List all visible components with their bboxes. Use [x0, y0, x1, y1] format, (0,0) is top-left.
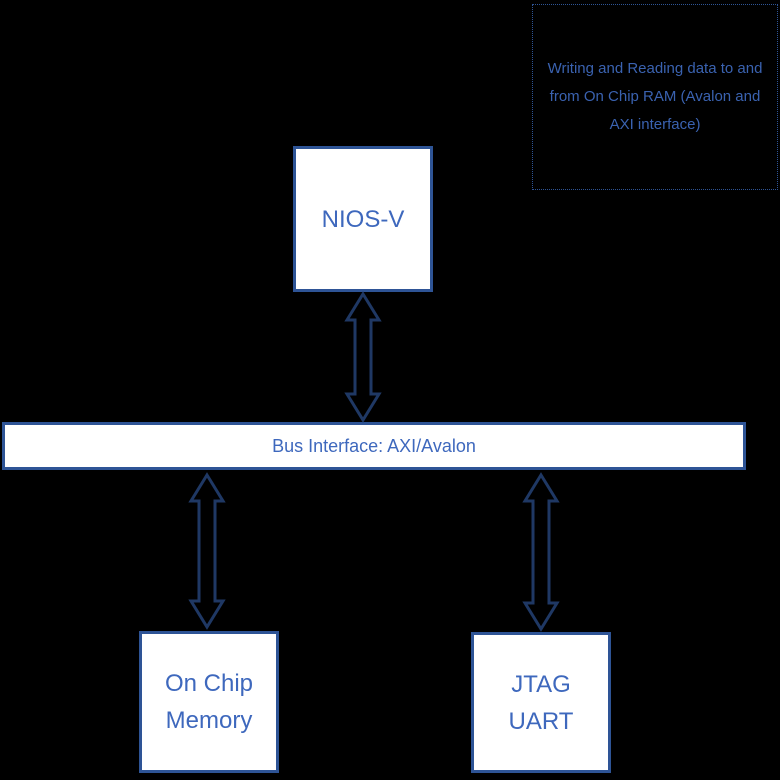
node-jtag-uart: JTAG UART: [471, 632, 611, 773]
double-arrow-nios-bus-icon: [344, 291, 382, 423]
double-arrow-bus-memory-icon: [188, 472, 226, 630]
node-jtag-uart-label: JTAG UART: [508, 670, 574, 735]
node-bus-interface-label: Bus Interface: AXI/Avalon: [272, 435, 476, 456]
node-on-chip-memory: On Chip Memory: [139, 631, 279, 773]
node-on-chip-memory-label: On Chip Memory: [164, 670, 254, 734]
double-arrow-bus-jtag-icon: [522, 472, 560, 632]
node-bus-interface: Bus Interface: AXI/Avalon: [2, 422, 746, 470]
node-nios-v: NIOS-V: [293, 146, 433, 292]
annotation-box: Writing and Reading data to and from On …: [532, 4, 778, 190]
node-nios-v-label: NIOS-V: [321, 205, 405, 233]
annotation-text: Writing and Reading data to and from On …: [547, 60, 763, 133]
